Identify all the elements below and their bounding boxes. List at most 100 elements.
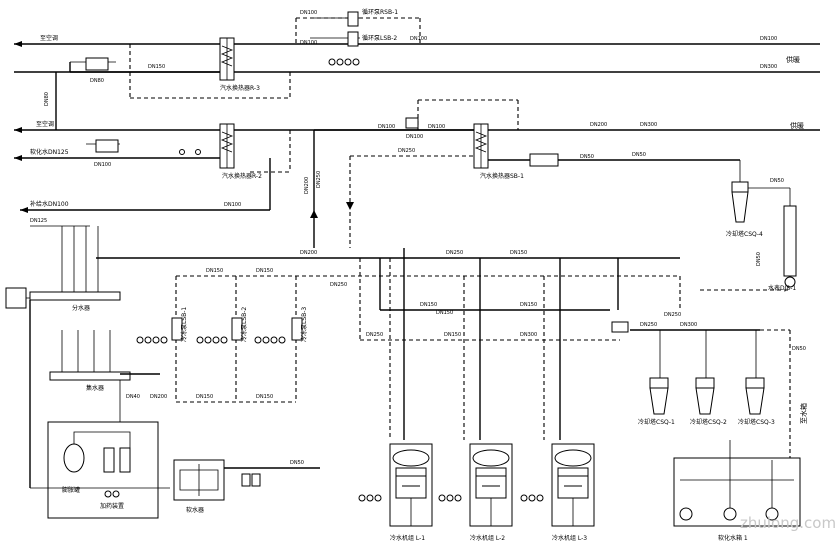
gauge-cluster-1 bbox=[136, 336, 168, 344]
svg-text:DN100: DN100 bbox=[224, 202, 241, 208]
svg-text:DN200: DN200 bbox=[150, 394, 167, 400]
tower-3: 冷却塔CSQ-3 bbox=[738, 330, 775, 426]
svg-text:DN40: DN40 bbox=[126, 394, 140, 400]
svg-text:DN150: DN150 bbox=[420, 302, 437, 308]
top-pump-2 bbox=[347, 31, 359, 47]
top-pump-2-label: 循环泵LSB-2 bbox=[362, 34, 397, 42]
dosing-label: 加药装置 bbox=[100, 502, 124, 510]
supply-header: 分水器 bbox=[5, 226, 121, 312]
svg-text:DN150: DN150 bbox=[510, 250, 527, 256]
svg-text:DN150: DN150 bbox=[206, 268, 223, 274]
hx-2-label: 汽水换热器R-2 bbox=[222, 172, 262, 180]
chiller-3: 冷水机组 L-3 bbox=[520, 443, 595, 542]
top-pump-group: 循环泵RSB-1 循环泵LSB-2 DN100 DN100 bbox=[295, 8, 421, 66]
svg-text:DN100: DN100 bbox=[760, 36, 777, 42]
svg-text:DN80: DN80 bbox=[44, 92, 50, 106]
svg-text:DN200: DN200 bbox=[304, 177, 310, 194]
svg-text:DN300: DN300 bbox=[640, 122, 657, 128]
tower-2: 冷却塔CSQ-2 bbox=[690, 330, 727, 426]
svg-text:DN50: DN50 bbox=[290, 460, 304, 466]
svg-text:DN50: DN50 bbox=[580, 154, 594, 160]
chiller-2-gauges bbox=[438, 494, 462, 502]
mid-pump-3-label: 冷冻泵LSB-3 bbox=[300, 307, 308, 342]
tower-1: 冷却塔CSQ-1 bbox=[638, 330, 675, 426]
water-tank-label: 软化水箱 1 bbox=[718, 534, 748, 542]
top-pump-1-label: 循环泵RSB-1 bbox=[362, 8, 398, 16]
svg-text:DN100: DN100 bbox=[300, 40, 317, 46]
svg-text:DN100: DN100 bbox=[406, 134, 423, 140]
svg-text:DN100: DN100 bbox=[94, 162, 111, 168]
chiller-1-label: 冷水机组 L-1 bbox=[390, 534, 425, 542]
mid-pump-3 bbox=[291, 317, 303, 341]
heat-exchanger-2: 汽水换热器R-2 DN100 bbox=[86, 123, 291, 180]
top-pump-1 bbox=[347, 11, 359, 27]
svg-text:DN100: DN100 bbox=[378, 124, 395, 130]
svg-text:DN50: DN50 bbox=[792, 346, 806, 352]
heat-exchanger-3: 汽水换热器R-3 DN80 DN150 bbox=[69, 37, 291, 99]
svg-text:DN250: DN250 bbox=[316, 171, 322, 188]
expansion-label: 膨胀罐 bbox=[62, 486, 80, 494]
svg-text:DN250: DN250 bbox=[398, 148, 415, 154]
svg-text:DN150: DN150 bbox=[256, 268, 273, 274]
return-header-label: 集水器 bbox=[86, 384, 104, 392]
right-label-3: 至水箱 bbox=[799, 403, 808, 424]
expansion-dosing-box: 膨胀罐 加药装置 bbox=[30, 421, 170, 519]
chiller-3-gauges bbox=[520, 494, 544, 502]
mid-pump-1 bbox=[171, 317, 183, 341]
filter-right: DN50 DN50 bbox=[488, 152, 740, 167]
softener: 软水器 DN50 bbox=[173, 459, 320, 514]
svg-text:DN150: DN150 bbox=[520, 302, 537, 308]
cooling-towers: 冷却塔CSQ-1 冷却塔CSQ-2 冷却塔CSQ-3 bbox=[638, 330, 775, 426]
svg-text:DN200: DN200 bbox=[590, 122, 607, 128]
svg-text:DN200: DN200 bbox=[300, 250, 317, 256]
watermark: zhulong.com bbox=[740, 514, 836, 532]
left-vertical-pipe: DN80 bbox=[44, 72, 57, 130]
svg-text:DN125: DN125 bbox=[30, 218, 47, 224]
left-label-1: 至空调 bbox=[40, 34, 58, 42]
tower-3-label: 冷却塔CSQ-3 bbox=[738, 418, 775, 426]
meter-label: 水表DJ8-1 bbox=[768, 284, 796, 292]
chiller-2: 冷水机组 L-2 bbox=[438, 443, 513, 542]
svg-text:DN50: DN50 bbox=[632, 152, 646, 158]
svg-text:DN100: DN100 bbox=[410, 36, 427, 42]
svg-text:DN150: DN150 bbox=[436, 310, 453, 316]
svg-text:DN250: DN250 bbox=[664, 312, 681, 318]
top-supply-line: 至空调 DN100 DN100 DN300 供暖 bbox=[14, 34, 820, 73]
return-header: 集水器 bbox=[49, 330, 160, 392]
tower-4-label: 冷却塔CSQ-4 bbox=[726, 230, 763, 238]
left-label-4: 补给水DN100 bbox=[30, 200, 69, 208]
gauge-cluster-3 bbox=[254, 336, 286, 344]
gauge-cluster-2 bbox=[196, 336, 228, 344]
hx-3-label: 汽水换热器R-3 bbox=[220, 84, 260, 92]
heat-exchanger-1: 汽水换热器SB-1 DN100 DN100 DN100 DN250 DN200 … bbox=[304, 99, 524, 248]
mid-pump-2-label: 冷冻泵LSB-2 bbox=[240, 307, 248, 342]
left-label-3: 软化水DN125 bbox=[30, 148, 69, 156]
svg-text:DN50: DN50 bbox=[770, 178, 784, 184]
mid-pump-1-label: 冷冻泵LSB-1 bbox=[180, 307, 188, 342]
left-return: DN40 bbox=[29, 300, 140, 488]
svg-text:DN150: DN150 bbox=[256, 394, 273, 400]
svg-text:DN150: DN150 bbox=[444, 332, 461, 338]
cooling-network: DN150 DN150 DN150 DN250 DN150 DN300 DN25… bbox=[359, 248, 808, 460]
svg-text:DN100: DN100 bbox=[300, 10, 317, 16]
hx-1-label: 汽水换热器SB-1 bbox=[480, 172, 524, 180]
softener-label: 软水器 bbox=[186, 506, 204, 514]
svg-text:DN300: DN300 bbox=[520, 332, 537, 338]
svg-text:DN50: DN50 bbox=[756, 252, 762, 266]
chiller-1-gauges bbox=[358, 494, 382, 502]
svg-text:DN250: DN250 bbox=[330, 282, 347, 288]
svg-text:DN150: DN150 bbox=[148, 64, 165, 70]
right-tower: 冷却塔CSQ-4 水表DJ8-1 DN50 DN50 bbox=[726, 160, 797, 292]
supply-header-label: 分水器 bbox=[72, 304, 90, 312]
mid-pumps: 冷冻泵LSB-1 冷冻泵LSB-2 冷冻泵LSB-3 DN200 DN150 D… bbox=[136, 307, 308, 400]
chiller-1: 冷水机组 L-1 bbox=[358, 443, 433, 542]
svg-text:DN150: DN150 bbox=[196, 394, 213, 400]
svg-text:DN100: DN100 bbox=[428, 124, 445, 130]
left-label-2: 至空调 bbox=[36, 120, 54, 128]
tower-2-label: 冷却塔CSQ-2 bbox=[690, 418, 727, 426]
chiller-3-label: 冷水机组 L-3 bbox=[552, 534, 587, 542]
gauge-cluster-top bbox=[328, 58, 360, 66]
chiller-2-label: 冷水机组 L-2 bbox=[470, 534, 505, 542]
water-tank: 软化水箱 1 bbox=[673, 440, 801, 542]
